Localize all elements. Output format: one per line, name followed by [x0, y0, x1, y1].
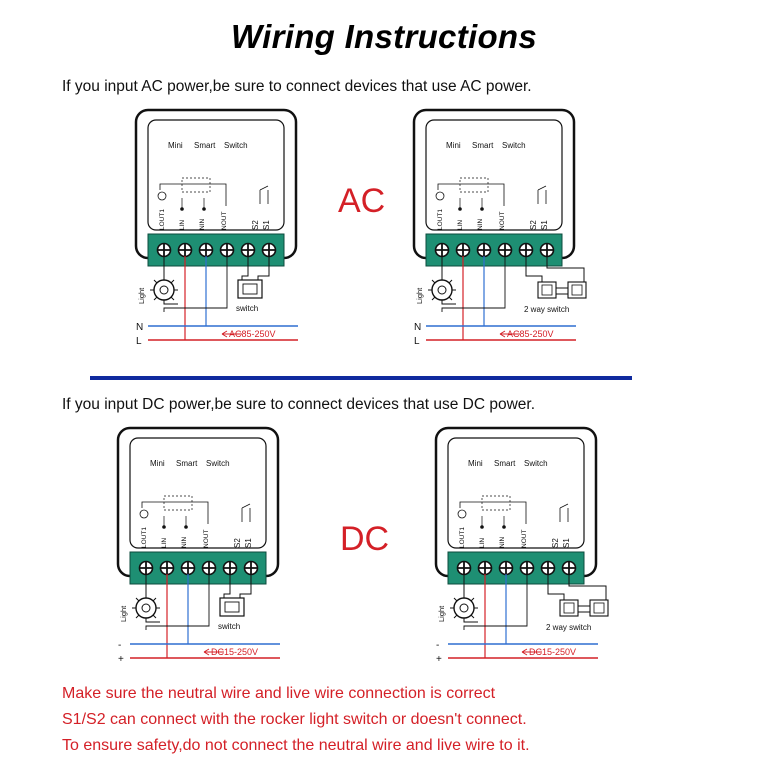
light-label: Light — [137, 287, 146, 304]
dc-single-switch-diagram: Mini Smart Switch LOUT1 LIN NIN NOUT S2 … — [112, 426, 282, 681]
pin-label-nin: NIN — [477, 219, 484, 231]
line-label-bottom: L — [136, 336, 142, 347]
pin-label-s1: S1 — [540, 220, 549, 230]
pin-label-lin: LIN — [479, 538, 486, 548]
two-way-switch-icon-b — [589, 599, 609, 617]
pin-label-lin: LIN — [161, 538, 168, 548]
dc-two-way-switch-diagram: Mini Smart Switch LOUT1 LIN NIN NOUT S2 … — [430, 426, 620, 681]
section-divider — [90, 376, 632, 380]
pin-label-s1: S1 — [244, 538, 253, 548]
warning-line-2: S1/S2 can connect with the rocker light … — [62, 711, 527, 728]
ac-intro-text: If you input AC power,be sure to connect… — [62, 78, 532, 95]
voltage-label: DC15-250V — [211, 647, 258, 657]
two-way-switch-icon-a — [537, 281, 557, 299]
device-name-smart: Smart — [176, 459, 198, 468]
ac-single-switch-diagram: Mini Smart Switch LOUT1 LIN NIN NOUT S2 … — [130, 108, 300, 363]
pin-label-lout: LOUT1 — [437, 209, 444, 230]
device-name-smart: Smart — [472, 141, 494, 150]
line-label-bottom: + — [118, 654, 124, 665]
pin-label-s1: S1 — [262, 220, 271, 230]
voltage-label: DC15-250V — [529, 647, 576, 657]
pin-label-s1: S1 — [562, 538, 571, 548]
device-name-mini: Mini — [446, 141, 461, 150]
two-way-switch-label: 2 way switch — [546, 623, 591, 632]
device-name-smart: Smart — [494, 459, 516, 468]
line-label-top: - — [436, 640, 439, 651]
pin-label-lout: LOUT1 — [159, 209, 166, 230]
page-title: Wiring Instructions — [230, 18, 538, 55]
ac-two-way-switch-diagram: Mini Smart Switch LOUT1 LIN NIN NOUT S2 … — [408, 108, 598, 363]
line-label-top: - — [118, 640, 121, 651]
line-label-top: N — [414, 322, 421, 333]
pin-label-nout: NOUT — [499, 212, 506, 230]
pin-label-nin: NIN — [181, 537, 188, 549]
line-label-bottom: + — [436, 654, 442, 665]
pin-label-s2: S2 — [551, 538, 560, 548]
pin-label-nin: NIN — [499, 537, 506, 549]
device-name-switch: Switch — [524, 459, 548, 468]
ac-label: AC — [338, 182, 386, 220]
switch-label: switch — [218, 622, 240, 631]
device-name-mini: Mini — [168, 141, 183, 150]
light-bulb-icon — [450, 594, 478, 622]
light-bulb-icon — [428, 276, 456, 304]
two-way-switch-icon-a — [559, 599, 579, 617]
device-name-mini: Mini — [150, 459, 165, 468]
pin-label-s2: S2 — [529, 220, 538, 230]
light-label: Light — [119, 605, 128, 622]
pin-label-lout: LOUT1 — [141, 527, 148, 548]
switch-icon — [219, 597, 245, 617]
light-bulb-icon — [150, 276, 178, 304]
pin-label-s2: S2 — [251, 220, 260, 230]
light-label: Light — [415, 287, 424, 304]
device-name-switch: Switch — [224, 141, 248, 150]
warning-line-3: To ensure safety,do not connect the neut… — [62, 737, 530, 754]
pin-label-nout: NOUT — [203, 530, 210, 548]
device-name-smart: Smart — [194, 141, 216, 150]
voltage-label: AC85-250V — [229, 329, 276, 339]
warning-line-1: Make sure the neutral wire and live wire… — [62, 685, 496, 702]
pin-label-nout: NOUT — [521, 530, 528, 548]
pin-label-lin: LIN — [457, 220, 464, 230]
two-way-switch-label: 2 way switch — [524, 305, 569, 314]
pin-label-lout: LOUT1 — [459, 527, 466, 548]
light-bulb-icon — [132, 594, 160, 622]
voltage-label: AC85-250V — [507, 329, 554, 339]
pin-label-s2: S2 — [233, 538, 242, 548]
device-name-switch: Switch — [206, 459, 230, 468]
pin-label-nout: NOUT — [221, 212, 228, 230]
line-label-top: N — [136, 322, 143, 333]
pin-label-nin: NIN — [199, 219, 206, 231]
pin-label-lin: LIN — [179, 220, 186, 230]
switch-label: switch — [236, 304, 258, 313]
device-name-mini: Mini — [468, 459, 483, 468]
light-label: Light — [437, 605, 446, 622]
device-name-switch: Switch — [502, 141, 526, 150]
switch-icon — [237, 279, 263, 299]
dc-label: DC — [340, 520, 390, 558]
line-label-bottom: L — [414, 336, 420, 347]
two-way-switch-icon-b — [567, 281, 587, 299]
dc-intro-text: If you input DC power,be sure to connect… — [62, 396, 536, 413]
